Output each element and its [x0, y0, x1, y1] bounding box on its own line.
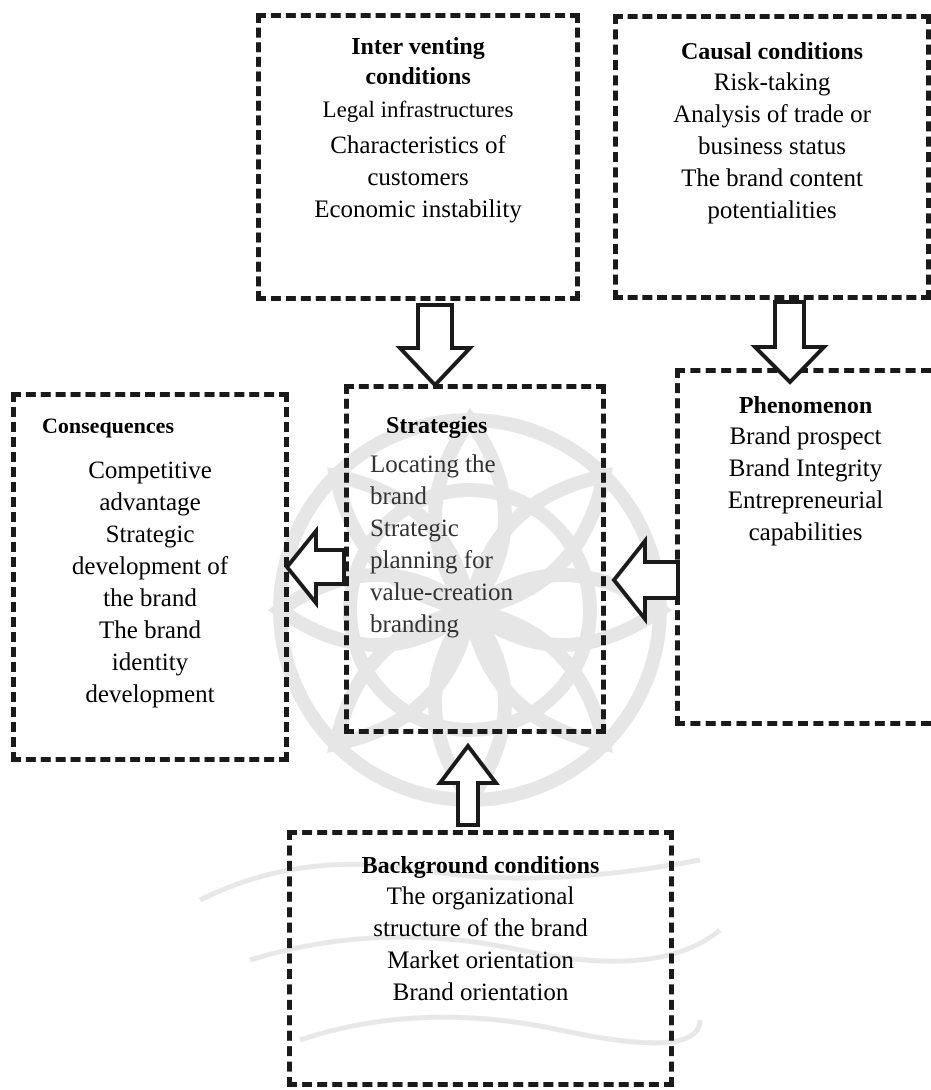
strategies-item: brand	[370, 483, 427, 510]
consequences-item: development	[85, 681, 215, 708]
arrow-left-phenomenon-icon	[611, 535, 680, 625]
causal-item: potentialities	[707, 197, 837, 224]
causal-item: business status	[698, 133, 846, 160]
consequences-item: identity	[111, 649, 189, 676]
background-item: The organizational	[386, 883, 575, 910]
intervening-item: Economic instability	[314, 196, 522, 223]
arrow-down-causal-icon	[750, 300, 829, 385]
phenomenon-item: capabilities	[748, 519, 863, 546]
arrow-left-strategies-icon	[284, 525, 346, 609]
phenomenon-item: Brand Integrity	[728, 455, 883, 482]
phenomenon-item: Entrepreneurial	[727, 487, 884, 514]
intervening-item: Legal infrastructures	[322, 97, 514, 122]
causal-item: Analysis of trade or	[673, 101, 871, 128]
strategies-item: Strategic	[370, 515, 459, 542]
causal-item: Risk-taking	[713, 69, 831, 96]
intervening-item: customers	[367, 164, 469, 191]
intervening-conditions-box: Inter venting conditions Legal infrastru…	[256, 13, 580, 301]
phenomenon-title: Phenomenon	[738, 393, 873, 419]
consequences-item: The brand	[98, 617, 202, 644]
background-item: Market orientation	[387, 947, 574, 974]
background-item: Brand orientation	[392, 979, 569, 1006]
causal-conditions-box: Causal conditions Risk-taking Analysis o…	[613, 14, 931, 300]
intervening-title-line1: Inter venting	[351, 34, 485, 60]
intervening-title-line2: conditions	[365, 64, 471, 90]
causal-item: The brand content	[681, 165, 863, 192]
strategies-item: planning for	[370, 547, 493, 574]
phenomenon-item: Brand prospect	[729, 423, 882, 450]
arrow-down-intervening-icon	[395, 303, 475, 388]
intervening-item: Characteristics of	[330, 132, 506, 159]
causal-title: Causal conditions	[680, 39, 864, 65]
background-title: Background conditions	[361, 853, 600, 879]
consequences-item: Competitive	[88, 457, 212, 484]
consequences-box: Consequences Competitive advantage Strat…	[11, 392, 289, 762]
strategies-title: Strategies	[386, 413, 488, 439]
consequences-item: development of	[71, 553, 229, 580]
consequences-title: Consequences	[42, 413, 175, 438]
background-item: structure of the brand	[373, 915, 588, 942]
background-conditions-box: Background conditions The organizational…	[287, 830, 674, 1087]
consequences-item: the brand	[103, 585, 197, 612]
arrow-up-background-icon	[435, 742, 501, 827]
strategies-item: Locating the	[370, 451, 496, 478]
consequences-item: Strategic	[105, 521, 195, 548]
strategies-box: Strategies Locating the brand Strategic …	[344, 384, 606, 734]
strategies-item: value-creation	[370, 579, 513, 606]
consequences-item: advantage	[99, 489, 201, 516]
strategies-item: branding	[370, 611, 459, 638]
